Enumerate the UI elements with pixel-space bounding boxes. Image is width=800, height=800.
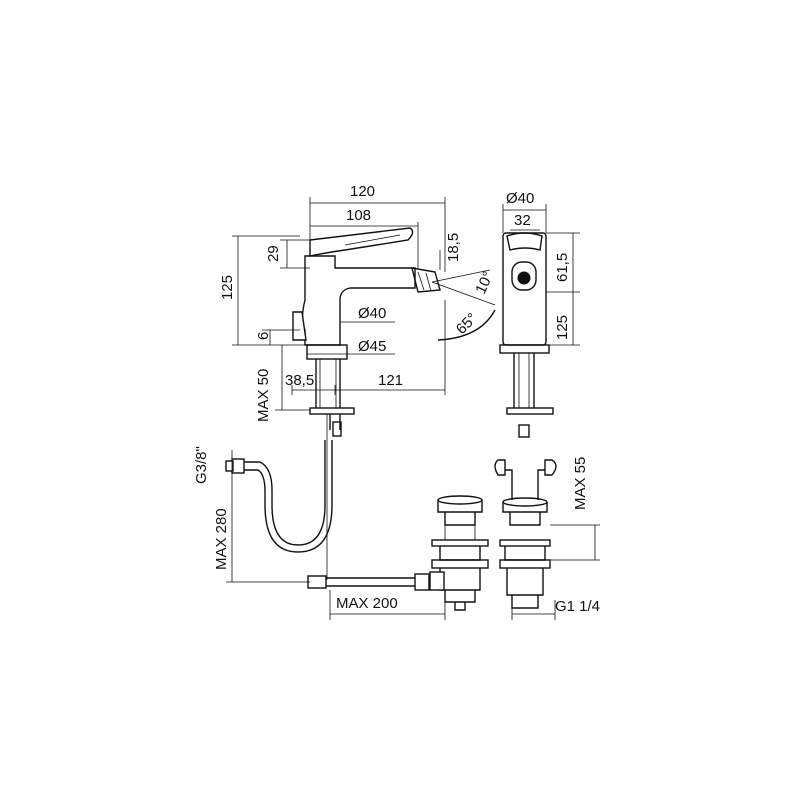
spray-angle-lines — [431, 269, 496, 306]
dim-125-left: 125 — [219, 275, 236, 300]
waste-assembly-side — [429, 495, 489, 611]
mounting-plate — [309, 407, 355, 415]
base-flange — [306, 344, 348, 360]
dim-125-right: 125 — [554, 315, 571, 340]
tail-nut — [332, 421, 342, 437]
dim-d40-front: Ø40 — [506, 190, 534, 207]
side-view — [225, 227, 489, 611]
dim-d45: Ø45 — [358, 338, 386, 355]
dim-max-200: MAX 200 — [336, 595, 398, 612]
dim-120: 120 — [350, 183, 375, 200]
popup-rod-knob — [292, 311, 307, 341]
hose-fitting — [225, 460, 234, 472]
front-waste-outlet — [511, 595, 539, 609]
dim-108: 108 — [346, 207, 371, 224]
hose-nut — [231, 458, 245, 474]
linkage-nut — [414, 573, 430, 591]
dim-29: 29 — [265, 245, 282, 262]
front-waste-cap — [502, 502, 548, 513]
front-nozzle-outlet — [517, 271, 531, 285]
dim-max-55: MAX 55 — [572, 457, 589, 510]
front-shank-inner — [518, 353, 530, 408]
front-shank — [513, 353, 535, 408]
front-plate — [506, 407, 554, 415]
linkage-clip — [307, 575, 327, 589]
flex-hose-outer — [243, 440, 333, 553]
front-waste-neck — [509, 512, 541, 526]
nozzle-detail — [417, 271, 432, 292]
shank-inner — [319, 359, 337, 408]
spray-angle-arc — [437, 309, 496, 341]
dim-38-5: 38,5 — [285, 372, 314, 389]
dim-d40-side: Ø40 — [358, 305, 386, 322]
dim-18-5: 18,5 — [445, 233, 462, 262]
front-flange — [499, 344, 550, 354]
thread-g1-1-4: G1 1/4 — [555, 598, 600, 615]
front-waste-body — [504, 546, 546, 561]
front-lever — [506, 232, 543, 251]
shank — [315, 359, 341, 408]
lever-handle — [309, 227, 414, 257]
flex-hose — [243, 440, 326, 546]
dim-121: 121 — [378, 372, 403, 389]
front-waste-top — [502, 497, 548, 507]
front-view — [494, 232, 557, 609]
dim-max-280: MAX 280 — [213, 508, 230, 570]
dimension-lines — [226, 197, 600, 620]
popup-linkage — [320, 577, 420, 587]
front-waste-ring — [499, 539, 551, 547]
dim-32: 32 — [514, 212, 531, 229]
dim-61-5: 61,5 — [554, 253, 571, 282]
dim-max-50: MAX 50 — [255, 369, 272, 422]
front-nozzle-housing — [511, 261, 537, 291]
front-hose-right — [544, 459, 557, 476]
dim-6: 6 — [255, 332, 272, 340]
front-nut — [518, 424, 530, 438]
thread-g3-8: G3/8" — [193, 446, 210, 484]
front-hoses — [505, 469, 545, 500]
dim-angle-65: 65° — [453, 310, 481, 338]
front-waste-tail — [506, 568, 544, 596]
front-hose-left — [494, 459, 506, 476]
faucet-body — [301, 255, 416, 346]
lever-detail — [344, 234, 401, 246]
front-waste-nut — [499, 559, 551, 569]
spray-nozzle — [411, 267, 441, 293]
